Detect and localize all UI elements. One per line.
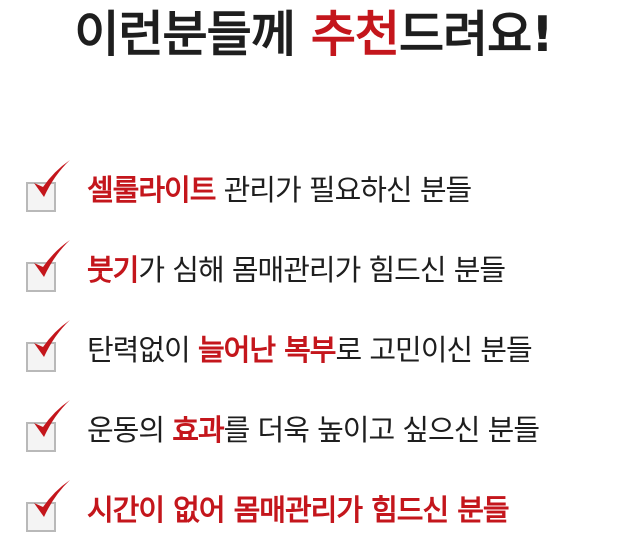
item-text-highlight: 효과 <box>172 413 224 447</box>
item-text: 시간이 없어 몸매관리가 힘드신 분들 <box>87 490 510 530</box>
list-item: 시간이 없어 몸매관리가 힘드신 분들 <box>18 472 618 540</box>
item-text: 운동의 효과를 더욱 높이고 싶으신 분들 <box>87 410 540 450</box>
page-title: 이런분들께 추천드려요! <box>0 0 627 70</box>
item-text: 셀룰라이트 관리가 필요하신 분들 <box>87 170 473 210</box>
item-text-post: 로 고민이신 분들 <box>335 333 532 367</box>
checkmark-icon <box>34 480 70 517</box>
item-text: 붓기가 심해 몸매관리가 힘드신 분들 <box>87 250 506 290</box>
title-highlight: 추천 <box>310 6 400 63</box>
recommendation-list: 셀룰라이트 관리가 필요하신 분들 붓기가 심해 몸매관리가 힘드신 분들 탄력… <box>18 152 618 540</box>
checkmark-icon <box>34 320 70 357</box>
list-item: 탄력없이 늘어난 복부로 고민이신 분들 <box>18 312 618 392</box>
checkbox-icon <box>26 422 56 452</box>
item-text-post: 가 심해 몸매관리가 힘드신 분들 <box>138 253 506 287</box>
item-text-post: 관리가 필요하신 분들 <box>215 173 473 207</box>
checkmark-icon <box>34 240 70 277</box>
list-item: 셀룰라이트 관리가 필요하신 분들 <box>18 152 618 232</box>
title-part-1: 이런분들께 <box>74 6 311 63</box>
item-text-highlight: 늘어난 복부 <box>197 333 336 367</box>
checkmark-icon <box>34 160 70 197</box>
list-item: 붓기가 심해 몸매관리가 힘드신 분들 <box>18 232 618 312</box>
item-text-post: 를 더욱 높이고 싶으신 분들 <box>223 413 540 447</box>
item-text-highlight: 시간이 없어 몸매관리가 힘드신 분들 <box>87 493 510 527</box>
title-part-2: 드려요! <box>399 6 554 63</box>
item-text-highlight: 붓기 <box>87 253 139 287</box>
checkmark-icon <box>34 400 70 437</box>
checkbox-icon <box>26 502 56 532</box>
list-item: 운동의 효과를 더욱 높이고 싶으신 분들 <box>18 392 618 472</box>
item-text-highlight: 셀룰라이트 <box>87 173 216 207</box>
item-text-pre: 운동의 <box>87 413 173 447</box>
item-text: 탄력없이 늘어난 복부로 고민이신 분들 <box>87 330 533 370</box>
item-text-pre: 탄력없이 <box>87 333 198 367</box>
